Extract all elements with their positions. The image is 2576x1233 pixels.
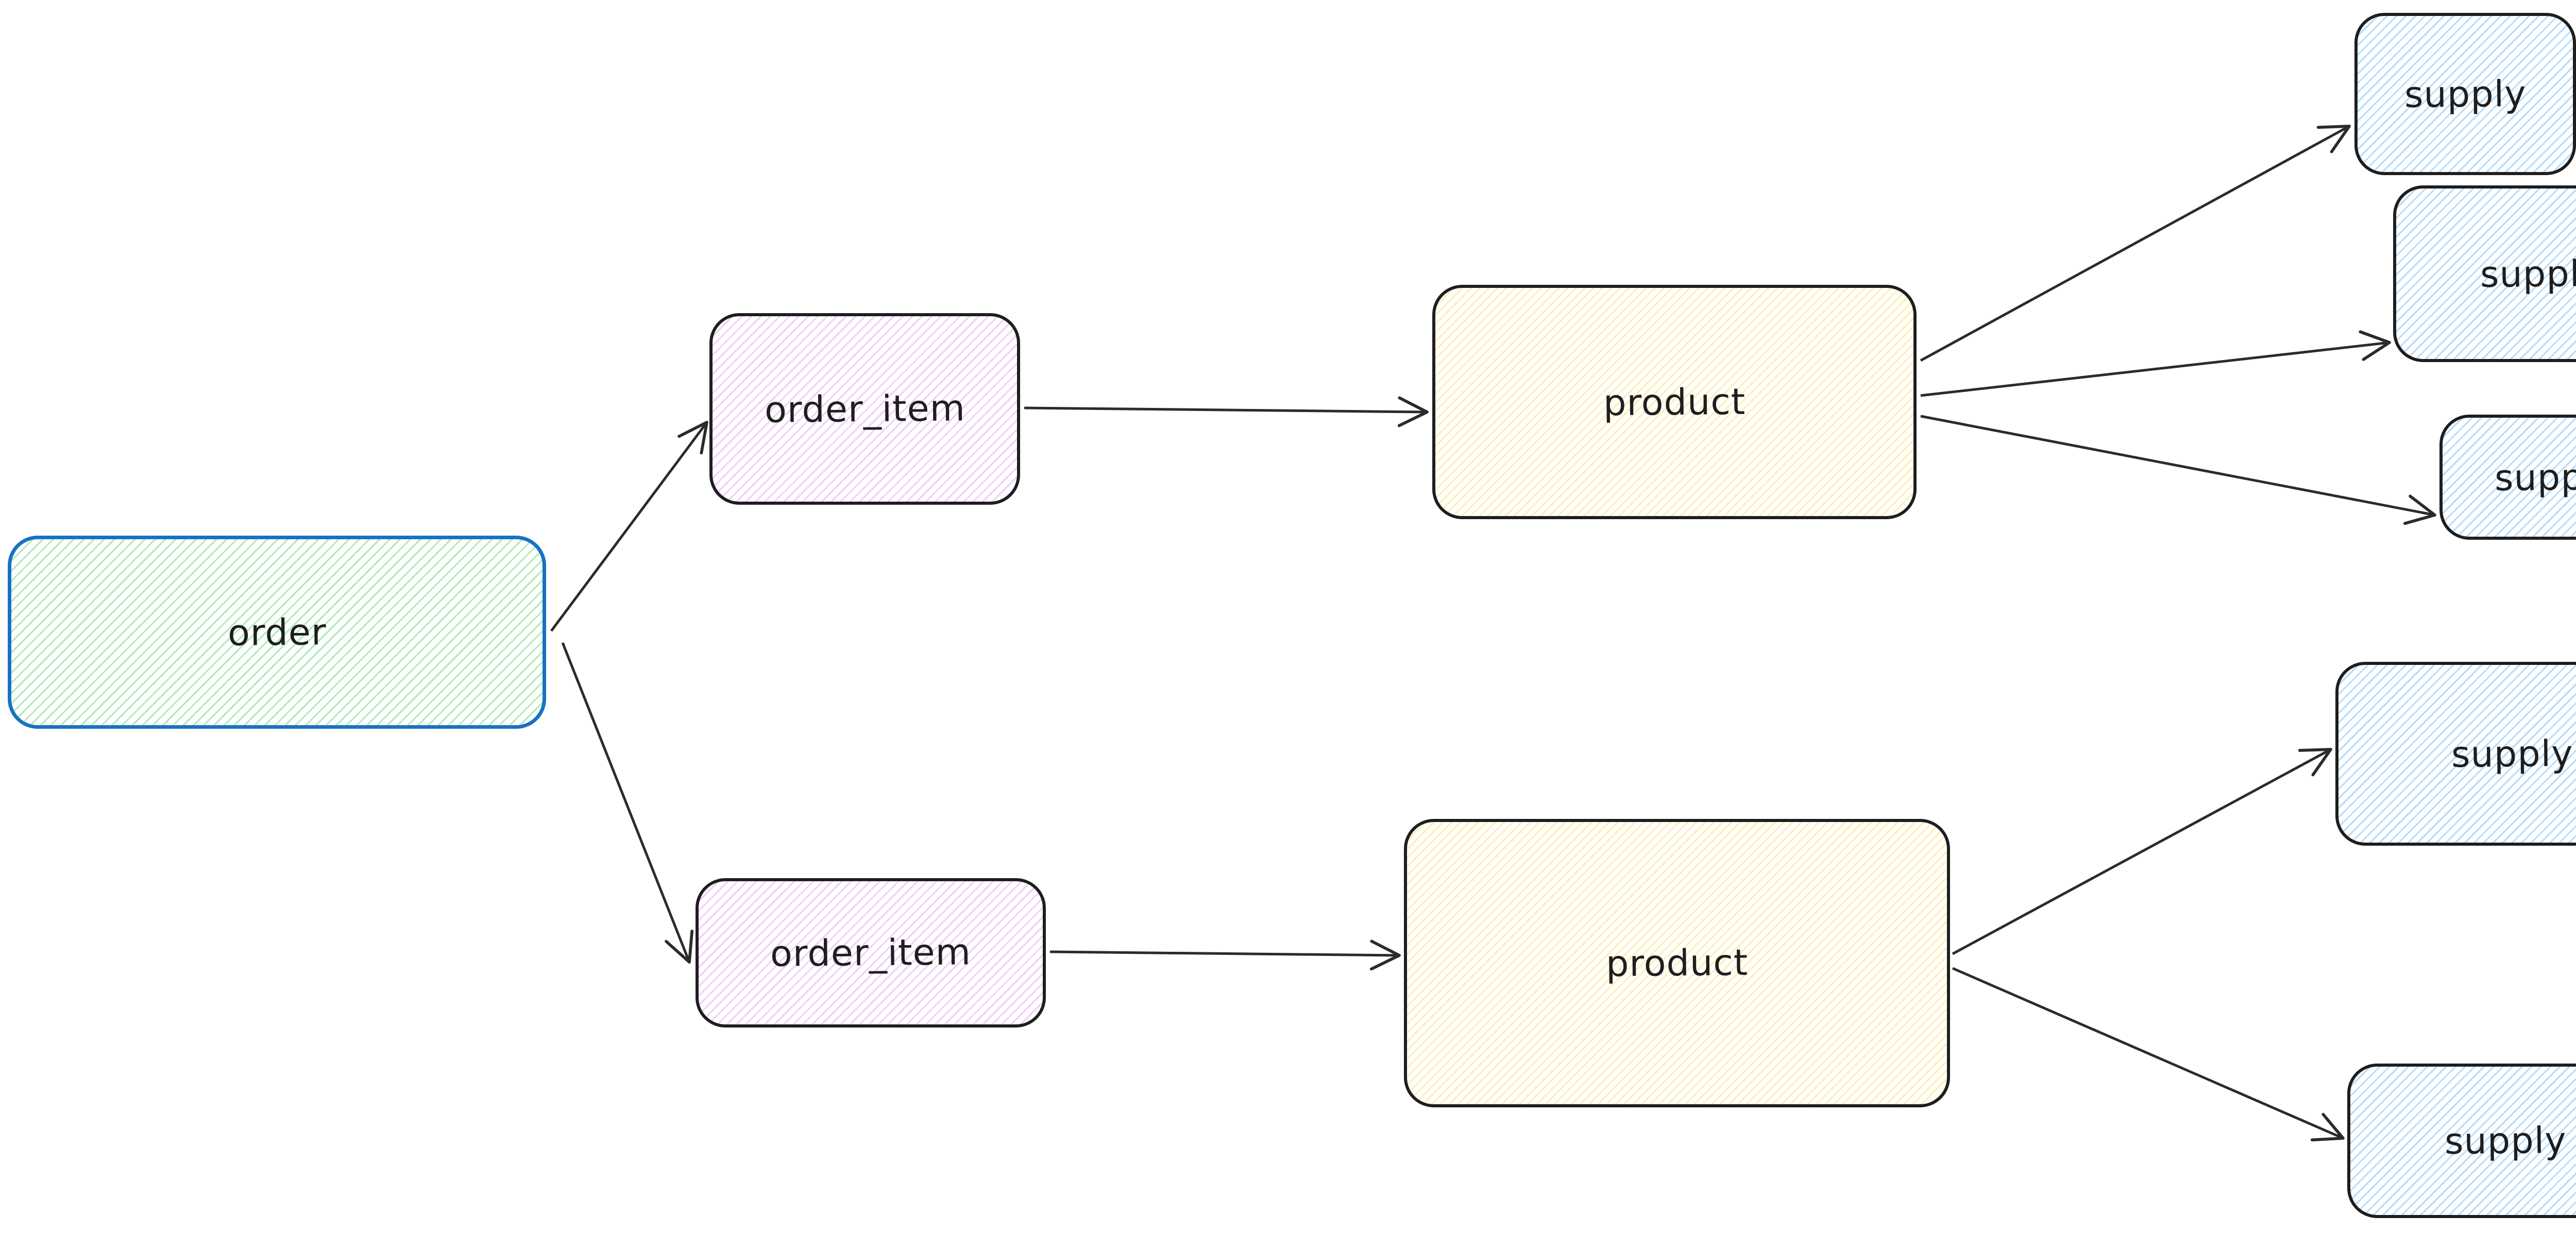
arrow-product-2-to-supply-5[interactable] (1952, 967, 2345, 1142)
node-supply-5[interactable]: supply (2347, 1064, 2576, 1218)
node-supply-4[interactable]: supply (2335, 662, 2576, 846)
node-order-item-1[interactable]: order_item (709, 313, 1020, 505)
arrow-product-1-to-supply-2[interactable] (1920, 330, 2391, 397)
node-order-label: order (227, 610, 327, 654)
node-product-2-label: product (1605, 941, 1749, 985)
node-order-item-2[interactable]: order_item (696, 878, 1046, 1028)
node-supply-2-label: supply (2480, 252, 2576, 296)
node-supply-3-label: supply (2494, 455, 2576, 499)
node-supply-1[interactable]: supply (2354, 13, 2576, 175)
arrow-order-item-1-to-product-1[interactable] (1024, 396, 1429, 427)
node-product-1-label: product (1603, 380, 1746, 424)
arrow-order-item-2-to-product-2[interactable] (1049, 939, 1401, 971)
node-supply-4-label: supply (2451, 732, 2574, 776)
node-supply-1-label: supply (2404, 72, 2527, 116)
node-supply-3[interactable]: supply (2439, 415, 2576, 540)
arrow-product-1-to-supply-3[interactable] (1920, 415, 2436, 525)
arrow-product-1-to-supply-1[interactable] (1920, 125, 2351, 362)
arrow-order-to-order-item-2[interactable] (561, 642, 694, 964)
arrow-product-2-to-supply-4[interactable] (1952, 748, 2332, 955)
node-order-item-1-label: order_item (764, 387, 965, 431)
node-product-1[interactable]: product (1432, 285, 1917, 519)
node-product-2[interactable]: product (1404, 819, 1950, 1107)
node-supply-5-label: supply (2444, 1119, 2567, 1163)
node-supply-2[interactable]: supply (2393, 185, 2576, 362)
arrow-order-to-order-item-1[interactable] (550, 421, 708, 632)
node-order-item-2-label: order_item (770, 931, 972, 975)
node-order[interactable]: order (8, 536, 546, 729)
